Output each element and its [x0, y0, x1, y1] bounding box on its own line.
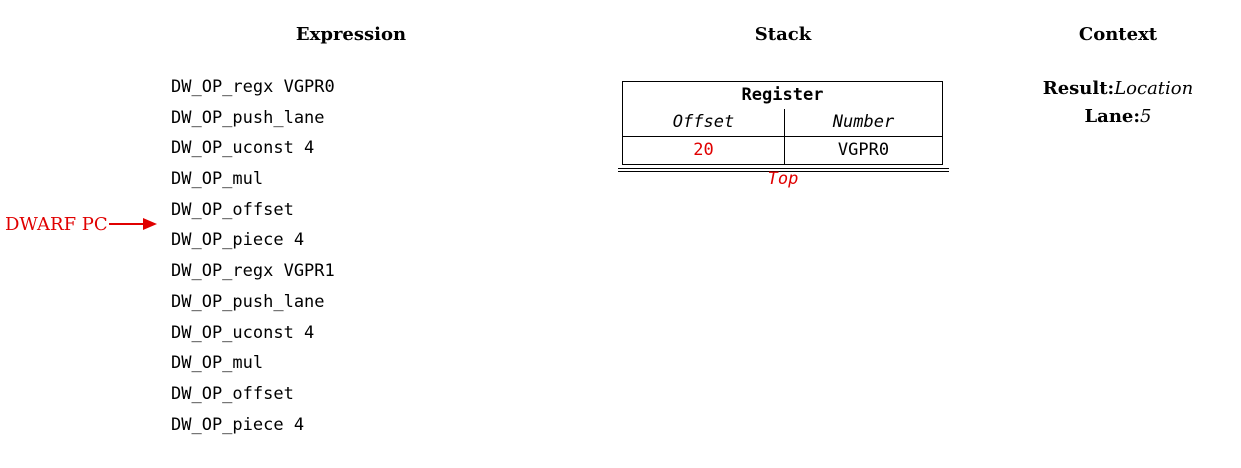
expression-op: DW_OP_regx VGPR1: [171, 261, 335, 282]
expression-op: DW_OP_mul: [171, 169, 264, 190]
expression-op: DW_OP_uconst 4: [171, 138, 315, 159]
lane-key: Lane:: [1084, 106, 1141, 127]
offset-value: 20: [693, 140, 714, 160]
dwarf-pc-pointer: DWARF PC: [5, 211, 157, 237]
expression-op: DW_OP_piece 4: [171, 230, 305, 251]
lane-value: 5: [1140, 106, 1152, 127]
context-lane: Lane:5: [1085, 106, 1152, 127]
stack-entry-title: Register: [741, 85, 824, 105]
arrow-right-icon: [108, 211, 157, 237]
expression-op: DW_OP_uconst 4: [171, 322, 315, 343]
stack-top-label: Top: [767, 169, 799, 189]
register-number-value: VGPR0: [837, 140, 890, 160]
expression-op: DW_OP_mul: [171, 353, 264, 374]
expression-op: DW_OP_offset: [171, 383, 294, 404]
expression-heading: Expression: [295, 24, 407, 45]
stack-heading: Stack: [754, 24, 812, 45]
stack-top-line: [618, 168, 949, 169]
context-heading: Context: [1078, 24, 1158, 45]
result-value: Location: [1114, 78, 1194, 99]
expression-op: DW_OP_piece 4: [171, 414, 305, 435]
dwarf-pc-label: DWARF PC: [5, 213, 108, 235]
result-key: Result:: [1042, 78, 1115, 99]
context-result: Result:Location: [1043, 78, 1193, 99]
expression-op: DW_OP_offset: [171, 199, 294, 220]
expression-op: DW_OP_regx VGPR0: [171, 77, 335, 97]
row-divider: [623, 136, 942, 137]
expression-op: DW_OP_push_lane: [171, 291, 325, 312]
stack-entry-register: Register Offset Number 20 VGPR0: [622, 81, 943, 165]
number-column-header: Number: [832, 112, 895, 132]
stack-top-line: [618, 171, 949, 172]
expression-op: DW_OP_push_lane: [171, 107, 325, 128]
expression-op-list: DW_OP_regx VGPR0 DW_OP_push_lane DW_OP_u…: [171, 72, 335, 440]
offset-column-header: Offset: [672, 112, 735, 132]
